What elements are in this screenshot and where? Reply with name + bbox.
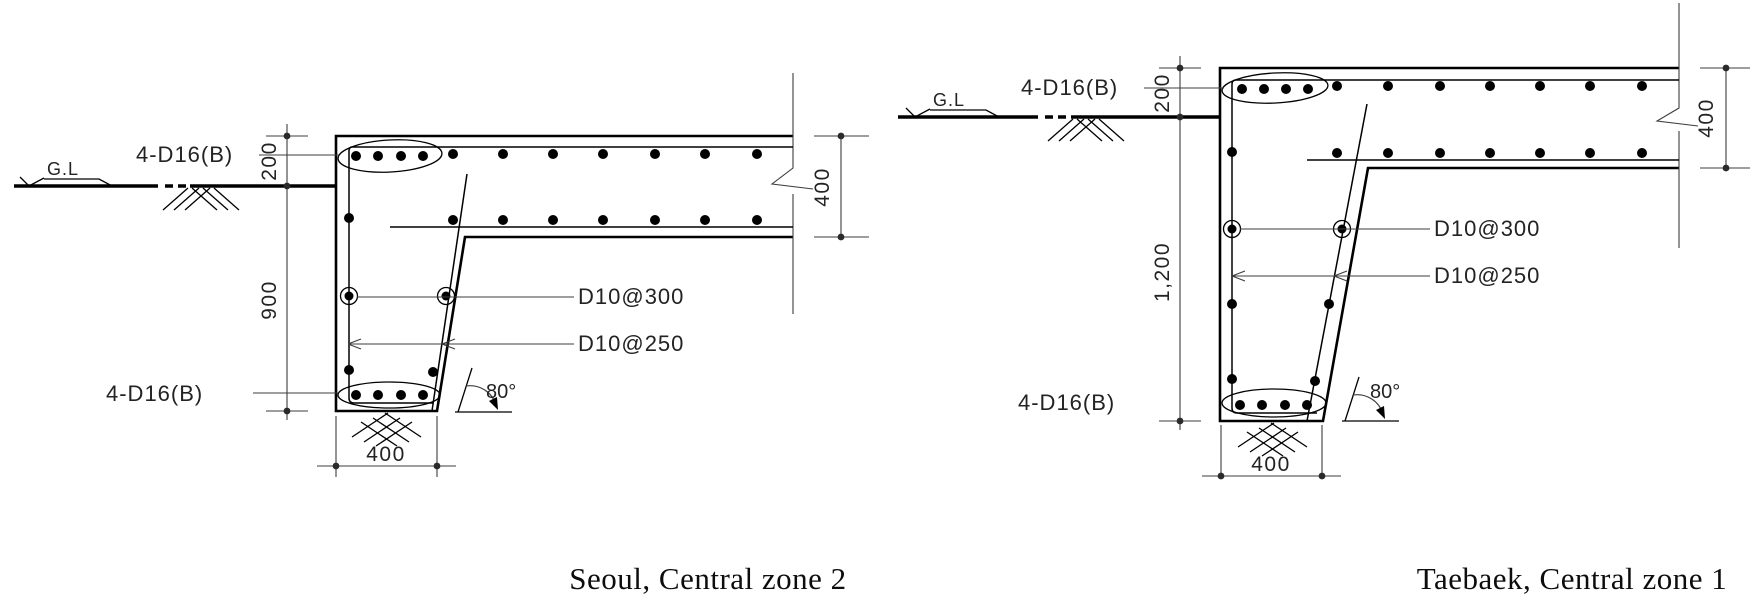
height-dimension: 200 900 xyxy=(258,124,308,420)
wall-outline xyxy=(334,134,793,413)
ground-level-mark xyxy=(905,107,1000,118)
batter-angle: 80° xyxy=(1342,376,1400,422)
left-section-diagram: G.L xyxy=(14,73,869,596)
ground-level-label: G.L xyxy=(933,90,965,110)
base-width-dimension: 400 xyxy=(1202,425,1341,480)
top-rebar-ellipse xyxy=(1221,72,1329,104)
left-caption: Seoul, Central zone 2 xyxy=(569,561,846,596)
batter-angle-label: 80° xyxy=(486,381,516,403)
ground-level-mark xyxy=(19,176,113,187)
base-width-dim-label: 400 xyxy=(1251,453,1291,476)
base-width-dim-label: 400 xyxy=(366,443,406,466)
bottom-rebar-ellipse xyxy=(1221,388,1327,418)
ground-level-label: G.L xyxy=(47,159,79,179)
height-dimension: 200 1,200 xyxy=(1151,56,1201,430)
parapet-height-dim-label: 200 xyxy=(1151,73,1174,113)
bottom-bars-callout: 4-D16(B) xyxy=(106,381,338,406)
parapet-height-dim-label: 200 xyxy=(258,141,281,181)
top-bars-label: 4-D16(B) xyxy=(1021,75,1118,100)
stem-height-dim-label: 900 xyxy=(258,280,281,320)
bottom-rebar-ellipse xyxy=(337,381,441,409)
foundation-hatch xyxy=(351,412,422,447)
batter-angle: 80° xyxy=(455,367,516,413)
soil-hatch xyxy=(162,187,240,211)
foundation-hatch xyxy=(1237,422,1308,457)
tie-bars-callout: D10@250 xyxy=(1231,263,1540,288)
main-rebar-line xyxy=(1231,79,1679,414)
stem-height-dim-label: 1,200 xyxy=(1151,242,1174,302)
horizontal-bars-label: D10@300 xyxy=(1434,216,1540,241)
slab-thickness-dimension: 400 xyxy=(1695,64,1750,172)
bottom-bars-callout: 4-D16(B) xyxy=(1018,390,1115,415)
tie-bars-callout: D10@250 xyxy=(347,331,684,356)
top-bars-callout: 4-D16(B) xyxy=(1021,75,1224,100)
slab-thickness-dim-label: 400 xyxy=(811,167,834,207)
base-width-dimension: 400 xyxy=(317,416,456,477)
slab-thickness-dim-label: 400 xyxy=(1695,98,1718,138)
circled-bar-markers xyxy=(1222,219,1352,239)
circled-bar-markers xyxy=(339,286,456,306)
right-section-diagram: G.L xyxy=(898,3,1750,596)
inclined-rebar-line xyxy=(1306,103,1368,422)
batter-angle-label: 80° xyxy=(1370,381,1400,403)
inclined-rebar-line xyxy=(431,173,468,412)
soil-hatch xyxy=(1047,118,1125,142)
horizontal-bars-label: D10@300 xyxy=(578,284,684,309)
rebar-section-dots xyxy=(344,149,762,400)
rebar-section-dots xyxy=(1227,81,1647,410)
slab-break-line xyxy=(1655,3,1699,248)
right-caption: Taebaek, Central zone 1 xyxy=(1417,561,1728,596)
horizontal-bars-callout: D10@300 xyxy=(357,284,684,309)
bottom-bars-label: 4-D16(B) xyxy=(106,381,203,406)
slab-break-line xyxy=(770,73,814,314)
slab-thickness-dimension: 400 xyxy=(811,132,869,241)
top-bars-label: 4-D16(B) xyxy=(136,142,233,167)
tie-bars-label: D10@250 xyxy=(578,331,684,356)
horizontal-bars-callout: D10@300 xyxy=(1240,216,1540,241)
main-rebar-line xyxy=(348,146,793,404)
top-bars-callout: 4-D16(B) xyxy=(136,142,339,167)
tie-bars-label: D10@250 xyxy=(1434,263,1540,288)
bottom-bars-label: 4-D16(B) xyxy=(1018,390,1115,415)
wall-outline xyxy=(1218,66,1679,423)
top-rebar-ellipse xyxy=(337,139,443,173)
